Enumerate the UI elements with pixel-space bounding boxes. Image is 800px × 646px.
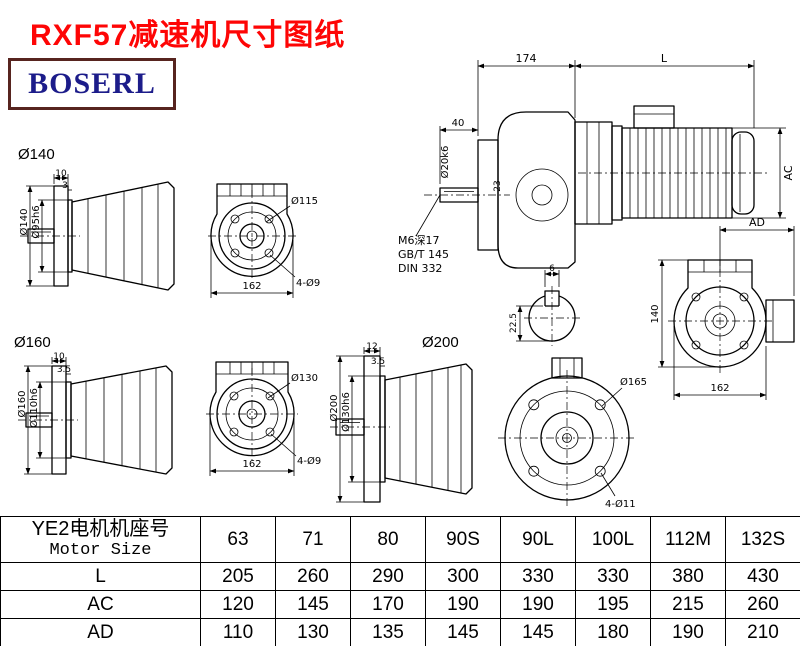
dim-140-bolt-circle: Ø115 [291,195,318,207]
dim-200-bolt-circle: Ø165 [620,376,647,388]
cell-AD-1: 130 [275,618,351,646]
page-title: RXF57减速机尺寸图纸 [30,19,346,52]
dim-160-bolt-circle: Ø130 [291,372,318,384]
dim-side-width: 162 [710,383,729,394]
dim-motor-length: L [661,52,668,65]
boserl-logo: BOSERL [8,58,176,110]
dim-200-flange-thickness: 12 [366,342,377,352]
dim-shaft-diameter: Ø20k6 [439,146,451,179]
dim-140-width: 162 [242,281,261,292]
row-label-AC: AC [0,590,201,619]
cell-AD-5: 180 [575,618,651,646]
motor-size-table: YE2电机机座号 Motor Size 63 71 80 90S 90L 100… [0,516,800,646]
cell-L-3: 300 [425,562,501,591]
dim-200-holes: 4-Ø11 [605,498,636,510]
view-160-side: 10 3.5 Ø160 Ø110h6 [16,352,173,475]
note-din-standard: DIN 332 [398,262,442,275]
row-label-AD: AD [0,618,201,646]
cell-L-0: 205 [200,562,276,591]
cell-L-2: 290 [350,562,426,591]
motor-size-col-1: 71 [275,516,351,563]
dim-200-outer-diameter: Ø200 [328,395,340,422]
cell-AC-0: 120 [200,590,276,619]
dim-shaft-length: 40 [452,118,465,129]
cell-AC-6: 215 [650,590,726,619]
motor-size-col-2: 80 [350,516,426,563]
dim-200-hub-diameter: Ø130h6 [340,392,352,432]
row-label-L: L [0,562,201,591]
dim-gear-length: 174 [516,52,537,65]
dim-key-width: 6 [549,264,555,274]
cell-AD-2: 135 [350,618,426,646]
dim-140-hub-diameter: Ø95h6 [30,205,42,238]
dim-140-outer-diameter: Ø140 [18,209,30,236]
dim-key-depth: 22.5 [509,313,519,333]
label-flange-160: Ø160 [14,334,51,351]
dim-motor-height-AC: AC [782,165,795,180]
label-flange-140: Ø140 [18,146,55,163]
cell-L-6: 380 [650,562,726,591]
view-200-front: Ø165 4-Ø11 [498,357,647,510]
table-header-cn: YE2电机机座号 [31,518,170,540]
dim-200-step: 3.5 [371,357,385,367]
label-flange-200: Ø200 [422,334,459,351]
table-header-en: Motor Size [49,541,152,560]
dim-side-height: 140 [650,304,661,323]
dim-AD: AD [749,216,765,229]
cell-AD-6: 190 [650,618,726,646]
view-160-front: Ø130 162 4-Ø9 [206,361,321,476]
cell-AD-7: 210 [725,618,800,646]
cell-AC-5: 195 [575,590,651,619]
motor-size-col-0: 63 [200,516,276,563]
motor-size-col-3: 90S [425,516,501,563]
motor-size-col-4: 90L [500,516,576,563]
cell-AC-2: 170 [350,590,426,619]
dim-160-outer-diameter: Ø160 [16,391,28,418]
dim-160-step: 3.5 [57,365,71,375]
cell-L-4: 330 [500,562,576,591]
dim-160-width: 162 [242,459,261,470]
motor-size-col-7: 132S [725,516,800,563]
motor-size-col-6: 112M [650,516,726,563]
view-main-assembly: 174 L 40 Ø20k6 23 AC M6深17 GB/T 145 DIN … [398,52,795,275]
logo-text: BOSERL [28,67,156,100]
dim-140-flange-thickness: 10 [55,169,67,179]
dim-140-holes: 4-Ø9 [296,277,320,289]
view-key-section: 6 22.5 [509,264,580,346]
dim-160-flange-thickness: 10 [53,352,65,362]
cell-L-1: 260 [275,562,351,591]
cell-L-5: 330 [575,562,651,591]
motor-size-col-5: 100L [575,516,651,563]
dim-160-hub-diameter: Ø110h6 [28,388,40,428]
note-tapped-hole: M6深17 [398,234,440,247]
table-header-motor-size: YE2电机机座号 Motor Size [0,516,201,563]
view-200-side: 12 3.5 Ø200 Ø130h6 [328,342,473,503]
view-side-ad: AD 140 162 [650,216,795,400]
cell-AC-7: 260 [725,590,800,619]
cell-AD-3: 145 [425,618,501,646]
cell-AC-1: 145 [275,590,351,619]
view-140-front: Ø115 162 4-Ø9 [208,183,320,298]
dim-160-holes: 4-Ø9 [297,455,321,467]
cell-AD-0: 110 [200,618,276,646]
cell-AD-4: 145 [500,618,576,646]
cell-AC-4: 190 [500,590,576,619]
note-gb-standard: GB/T 145 [398,248,449,261]
view-140-side: 10 3 Ø140 Ø95h6 [18,169,175,291]
cell-L-7: 430 [725,562,800,591]
cell-AC-3: 190 [425,590,501,619]
